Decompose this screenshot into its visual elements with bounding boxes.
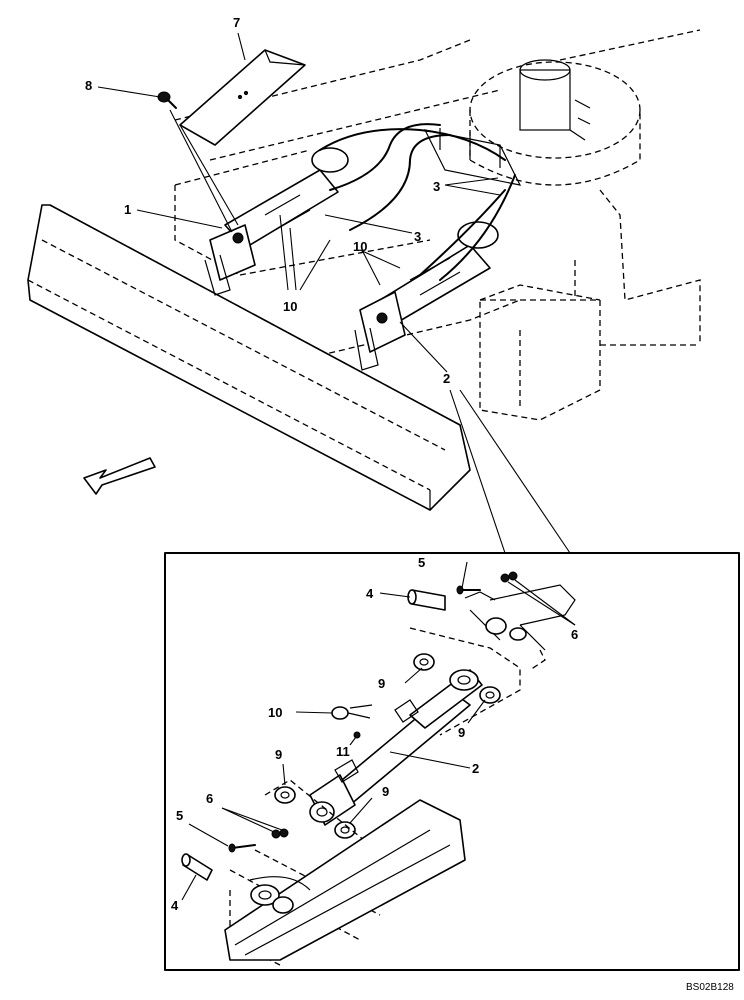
callout-10-left: 10	[283, 299, 297, 314]
callout-2-main: 2	[443, 371, 450, 386]
callout-1: 1	[124, 202, 131, 217]
callout-3-lower: 3	[414, 229, 421, 244]
figure-code: BS02B128	[686, 982, 734, 993]
callout-2-detail: 2	[472, 761, 479, 776]
cover-plate	[179, 49, 306, 146]
callout-7: 7	[233, 15, 240, 30]
callout-4-lower: 4	[171, 898, 179, 913]
callout-10-right: 10	[353, 239, 367, 254]
callout-8: 8	[85, 78, 92, 93]
callout-3-upper: 3	[433, 179, 440, 194]
swing-bearing	[469, 59, 641, 186]
hydraulic-hoses	[319, 123, 522, 281]
detail-exploded-cylinder	[181, 571, 576, 966]
callout-9-upper-left: 9	[378, 676, 385, 691]
detail-leader-right	[459, 389, 571, 554]
callout-5-upper: 5	[418, 555, 425, 570]
callout-6-upper: 6	[571, 627, 578, 642]
callout-9-lower-left: 9	[275, 747, 282, 762]
callout-11: 11	[336, 744, 350, 759]
forward-direction-arrow	[83, 457, 156, 495]
dozer-blade	[27, 204, 471, 511]
callout-9-upper-right: 9	[458, 725, 465, 740]
callout-5-lower: 5	[176, 808, 183, 823]
left-blade-cylinder	[204, 147, 349, 296]
bolt	[157, 91, 177, 109]
callout-6-lower: 6	[206, 791, 213, 806]
detail-view-frame	[164, 552, 740, 971]
callout-9-lower-right: 9	[382, 784, 389, 799]
callout-leaders	[97, 32, 576, 901]
detail-leader-left	[449, 389, 506, 554]
callout-10-detail: 10	[268, 705, 282, 720]
callout-4-upper: 4	[366, 586, 374, 601]
